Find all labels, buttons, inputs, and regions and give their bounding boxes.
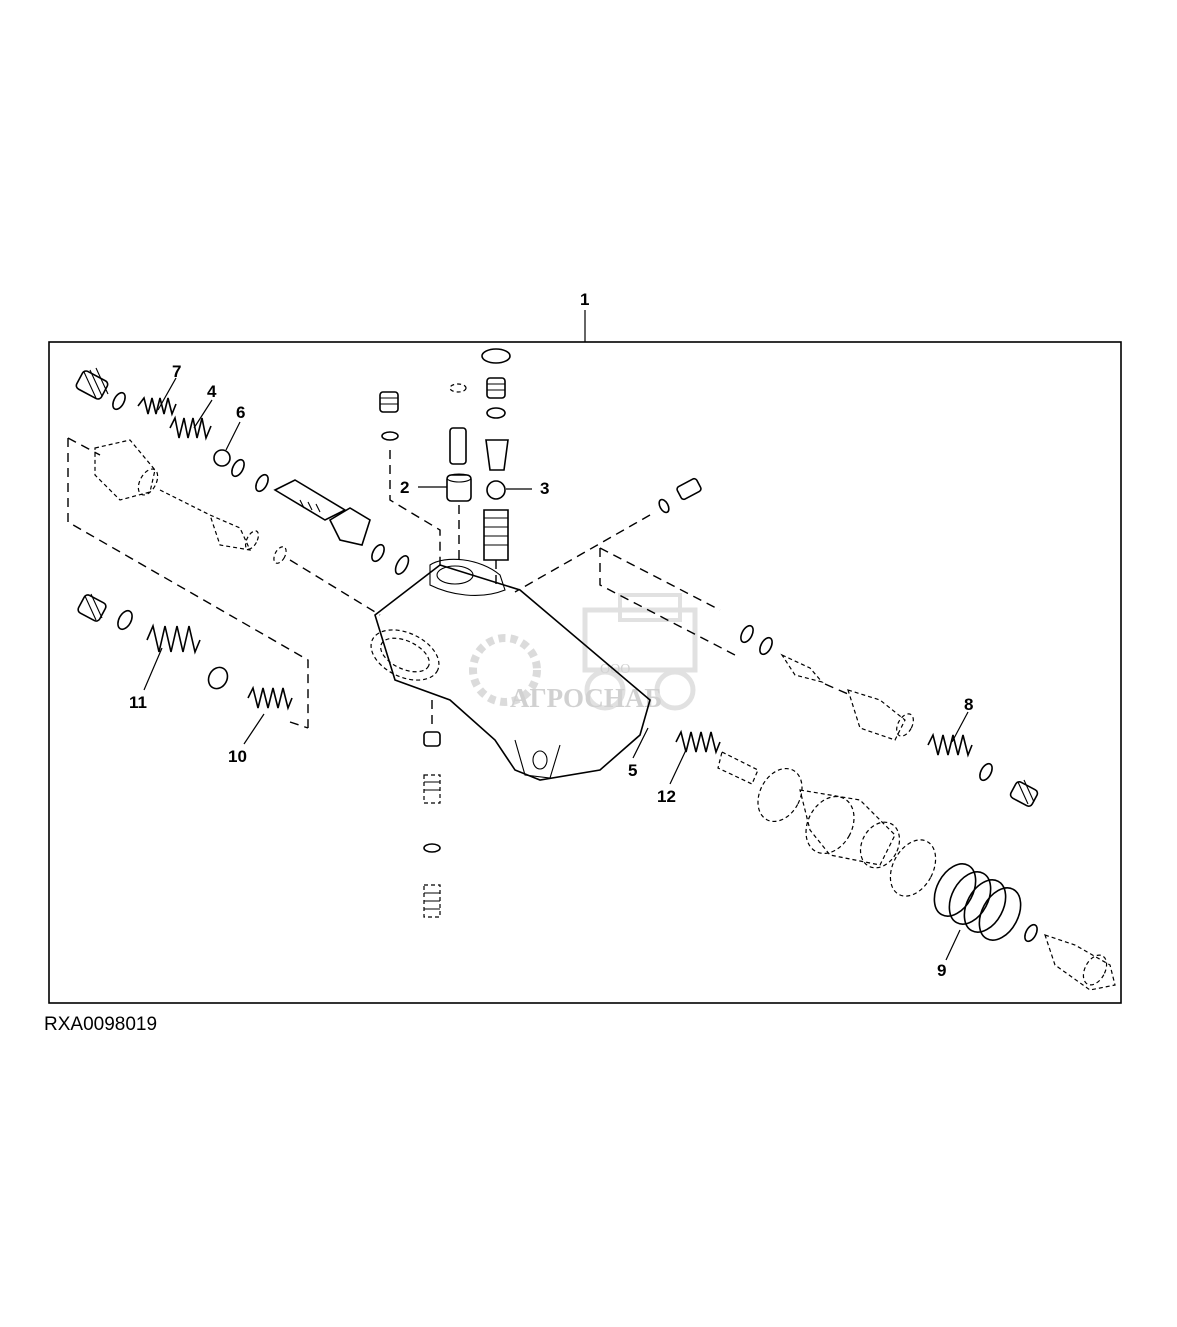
bushing-2: [446, 474, 472, 502]
lower-center-stack: [423, 700, 441, 918]
callout-4: 4: [207, 382, 217, 401]
callout-12: 12: [657, 787, 676, 806]
oring-large: [889, 839, 937, 897]
ball-3: [486, 480, 506, 500]
callout-9: 9: [937, 961, 946, 980]
ball-6: [213, 449, 231, 467]
callout-3: 3: [540, 479, 549, 498]
leader-lines: [143, 377, 969, 961]
watermark-logo: ООО АГРОСНАБ: [469, 593, 698, 713]
spring-11: [146, 623, 201, 655]
callout-8: 8: [964, 695, 973, 714]
callout-2: 2: [400, 478, 409, 497]
valve-housing: [370, 558, 651, 781]
upper-right-bolt: [514, 477, 702, 593]
plug-cap-upper-left: [75, 367, 109, 400]
spring-12: [675, 729, 721, 755]
spring-10: [247, 685, 293, 711]
callout-5: 5: [628, 761, 637, 780]
figure-id: RXA0098019: [44, 1014, 157, 1035]
spring-4: [169, 415, 212, 441]
lower-left-valve-stack: [77, 593, 309, 729]
right-valve-stack: [599, 547, 1039, 807]
upper-left-valve-stack: [75, 367, 410, 575]
callout-7: 7: [172, 362, 181, 381]
callout-10: 10: [228, 747, 247, 766]
upper-center-stacks: [379, 348, 511, 590]
spring-9: [933, 863, 1022, 941]
spring-7: [137, 396, 177, 417]
left-dashed-spool: [67, 437, 381, 728]
lower-right-assembly: [675, 729, 1116, 991]
callout-1: 1: [580, 290, 589, 309]
seat-washer-lower-left: [207, 666, 229, 690]
callout-6: 6: [236, 403, 245, 422]
spring-8: [927, 732, 973, 758]
callout-labels: 1 2 3 4 5 6 7 8 9 10 11 12: [129, 290, 973, 980]
callout-11: 11: [129, 693, 147, 712]
watermark-name: АГРОСНАБ: [510, 683, 662, 713]
